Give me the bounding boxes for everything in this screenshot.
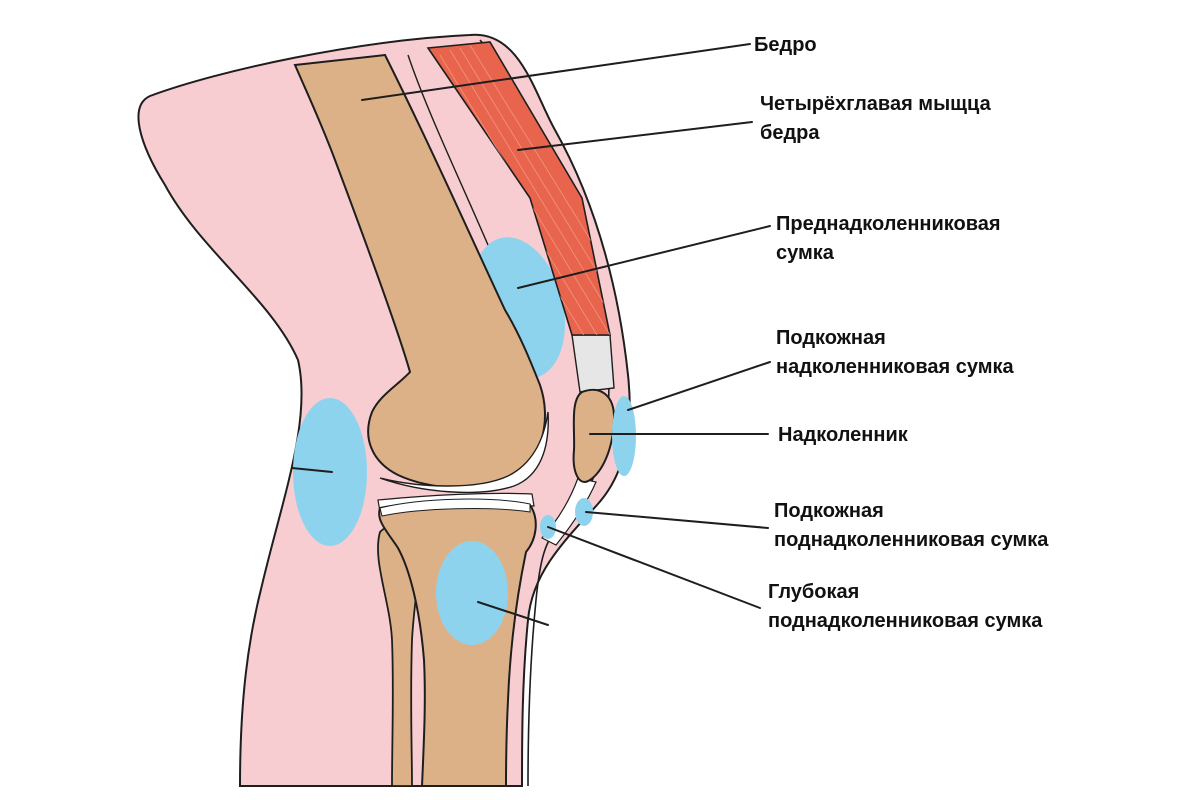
- leader-subcutaneous-prepatellar-bursa: [627, 361, 771, 411]
- subcutaneous-prepatellar-bursa: [612, 396, 636, 476]
- femur-bone: [293, 53, 546, 490]
- leader-subcutaneous-infrapatellar-bursa: [585, 511, 769, 529]
- tibia-bursa: [436, 541, 508, 645]
- leader-posterior-bursa: [291, 467, 333, 473]
- subcutaneous-infrapatellar-bursa: [575, 498, 593, 526]
- label-deep-infrapatellar-bursa: Глубокая поднадколенниковая сумка: [768, 581, 1043, 632]
- label-subcutaneous-infrapatellar-bursa: Подкожная поднадколенниковая сумка: [774, 500, 1049, 551]
- label-patella: Надколенник: [778, 424, 908, 446]
- quadriceps-muscle: [426, 41, 611, 336]
- label-femur: Бедро: [754, 34, 817, 56]
- femur-cartilage: [379, 411, 549, 494]
- leader-tibia-bursa: [477, 601, 549, 626]
- quadriceps-tendon: [571, 334, 615, 393]
- tibia-cartilage: [379, 498, 531, 517]
- label-subcutaneous-prepatellar-bursa: Подкожная надколенниковая сумка: [776, 327, 1014, 378]
- leader-deep-infrapatellar-bursa: [547, 526, 761, 609]
- leader-quadriceps: [517, 121, 753, 151]
- leader-lines: [291, 43, 771, 626]
- label-prepatellar-bursa: Преднадколенниковая сумка: [776, 213, 1001, 264]
- patella-bone: [572, 388, 616, 483]
- leader-femur: [361, 43, 751, 101]
- label-quadriceps: Четырёхглавая мыщца бедра: [760, 93, 991, 144]
- leader-prepatellar-bursa: [517, 225, 771, 289]
